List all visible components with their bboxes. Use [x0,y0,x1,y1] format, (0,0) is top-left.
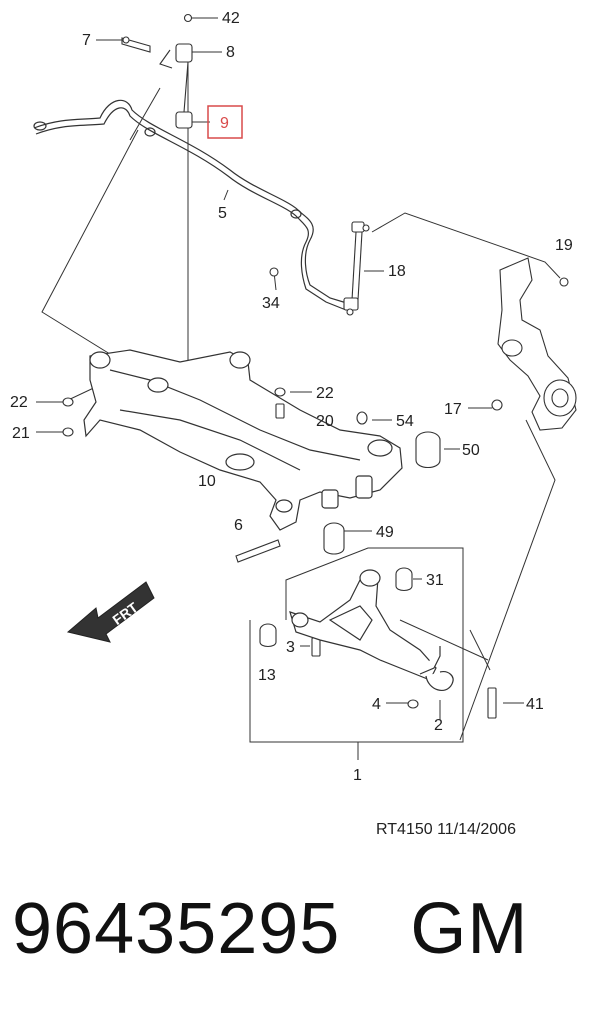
callout-10: 10 [198,473,216,490]
callout-9: 9 [220,115,229,132]
stabilizer-bar [33,99,351,311]
part-number: 96435295 [12,889,341,969]
callout-8: 8 [226,44,235,61]
callout-19: 19 [555,237,573,254]
steering-knuckle [491,257,577,431]
callout-17: 17 [444,401,462,418]
callout-20: 20 [316,413,334,430]
callout-7: 7 [82,32,91,49]
stabilizer-link [121,13,193,129]
callout-50: 50 [462,442,480,459]
callout-4: 4 [372,696,381,713]
bushings [259,431,441,648]
diagram-reference: RT4150 11/14/2006 [376,821,516,838]
callout-22-left: 22 [10,394,28,411]
callout-5: 5 [218,205,227,222]
part-number-line: 96435295 GM [12,888,528,970]
stabilizer-rear-link [343,221,370,316]
callout-13: 13 [258,667,276,684]
callout-54: 54 [396,413,414,430]
callout-31: 31 [426,572,444,589]
callout-41: 41 [526,696,544,713]
highlight-box-9 [207,105,243,139]
callout-1: 1 [353,767,362,784]
assembly-1-bracket [249,547,464,760]
callout-6: 6 [234,517,243,534]
callout-21: 21 [12,425,30,442]
hardware [62,267,497,719]
callout-49: 49 [376,524,394,541]
brand-name: GM [410,889,529,969]
callout-2: 2 [434,717,443,734]
callout-34: 34 [262,295,280,312]
front-direction-arrow: FRT [66,581,155,643]
callout-18: 18 [388,263,406,280]
lower-control-arm [289,569,454,692]
callout-3: 3 [286,639,295,656]
callout-42: 42 [222,10,240,27]
subframe [83,349,403,531]
callout-labels: 42 7 8 9 5 19 18 34 22 22 20 54 17 21 50… [10,10,573,784]
callout-22-right: 22 [316,385,334,402]
